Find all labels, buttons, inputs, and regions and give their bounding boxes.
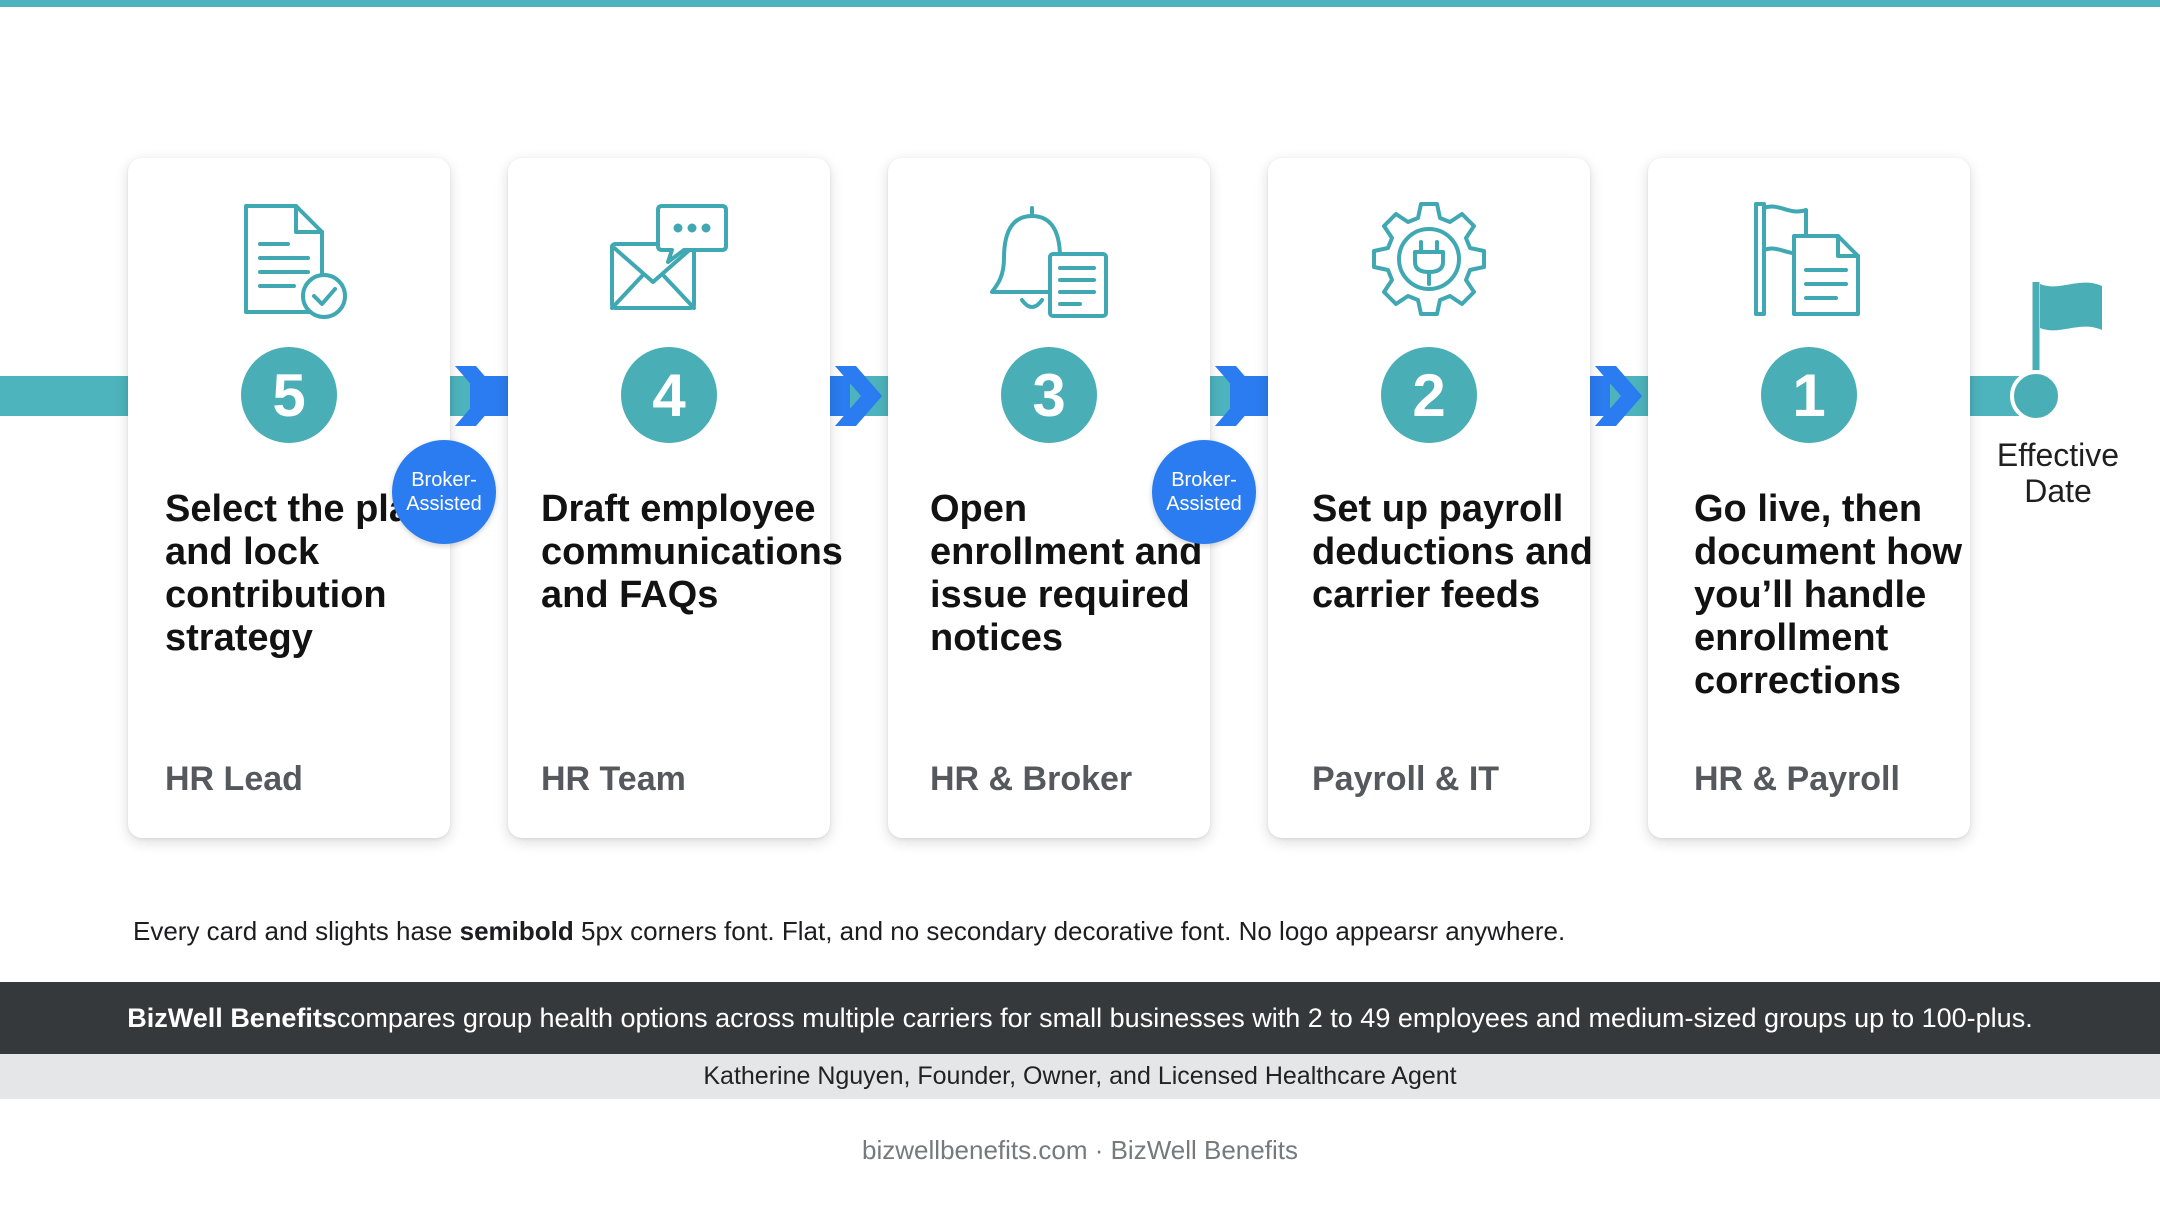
step-owner: HR & Payroll xyxy=(1694,760,1900,798)
effective-date-label: Effective Date xyxy=(1996,437,2120,509)
timeline-chevron xyxy=(1215,366,1262,426)
step-owner: HR Team xyxy=(541,760,686,798)
badge-label: Broker- Assisted xyxy=(406,469,482,515)
banner-text: compares group health options across mul… xyxy=(336,1002,2033,1033)
step-title: Go live, then document how you’ll handle… xyxy=(1694,488,1963,702)
note-text: 5px corners font. Flat, and no secondary… xyxy=(573,916,1566,946)
style-note: Every card and slights hase semibold 5px… xyxy=(133,916,1565,947)
step-card: Draft employee communications and FAQs H… xyxy=(508,158,843,838)
brand-name: BizWell Benefits xyxy=(127,1002,337,1033)
step-card: Set up payroll deductions and carrier fe… xyxy=(1268,158,1593,838)
step-number: 3 xyxy=(996,342,1102,448)
footer-text: bizwellbenefits.com · BizWell Benefits xyxy=(862,1135,1298,1165)
step-number: 1 xyxy=(1756,342,1862,448)
flag-document-icon xyxy=(1744,196,1874,326)
step-title: Select the plan and lock contribution st… xyxy=(165,488,434,659)
flag-icon xyxy=(2010,282,2102,422)
note-text: Every card and slights hase xyxy=(133,916,460,946)
broker-assisted-badge: Broker- Assisted xyxy=(392,440,496,544)
step-title: Open enrollment and issue required notic… xyxy=(930,488,1203,659)
step-title: Draft employee communications and FAQs xyxy=(541,488,843,616)
document-check-icon xyxy=(224,196,354,326)
company-banner: BizWell Benefits compares group health o… xyxy=(0,982,2160,1054)
timeline-chevron xyxy=(1595,366,1642,426)
agent-text: Katherine Nguyen, Founder, Owner, and Li… xyxy=(703,1062,1457,1090)
top-accent-rule xyxy=(0,0,2160,7)
note-bold: semibold xyxy=(459,916,574,946)
broker-assisted-badge: Broker- Assisted xyxy=(1152,440,1256,544)
agent-line: Katherine Nguyen, Founder, Owner, and Li… xyxy=(0,1054,2160,1099)
step-owner: HR & Broker xyxy=(930,760,1133,798)
step-card: Go live, then document how you’ll handle… xyxy=(1648,158,1970,838)
step-number: 2 xyxy=(1376,342,1482,448)
step-number: 5 xyxy=(236,342,342,448)
gear-plug-icon xyxy=(1364,196,1494,326)
step-owner: HR Lead xyxy=(165,760,303,798)
step-title: Set up payroll deductions and carrier fe… xyxy=(1312,488,1593,616)
step-number: 4 xyxy=(616,342,722,448)
bell-notice-icon xyxy=(984,196,1114,326)
badge-label: Broker- Assisted xyxy=(1166,469,1242,515)
timeline-chevron xyxy=(835,366,882,426)
envelope-chat-icon xyxy=(604,196,734,326)
step-owner: Payroll & IT xyxy=(1312,760,1500,798)
